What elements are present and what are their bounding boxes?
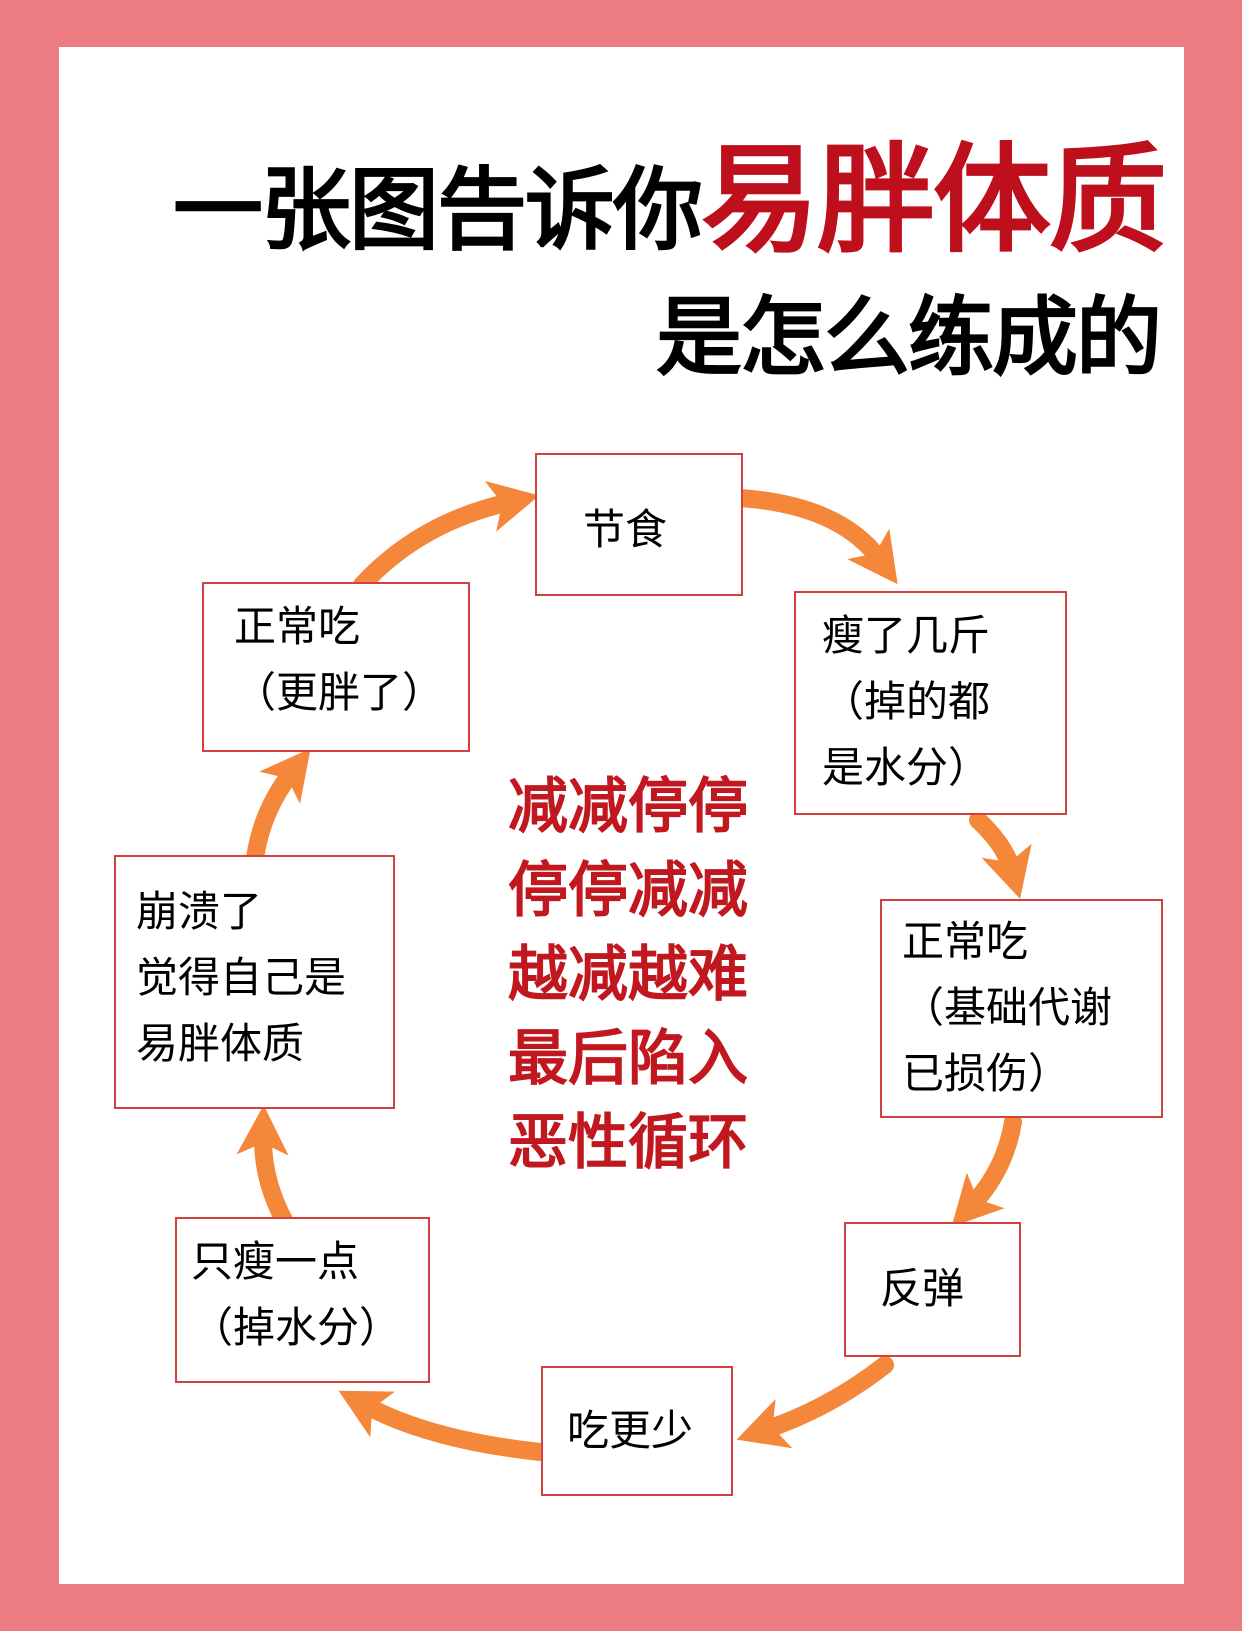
box-lost-weight: 瘦了几斤 （掉的都 是水分）: [794, 591, 1067, 815]
title-line-1: 一张图告诉你易胖体质: [105, 140, 1167, 271]
center-line: 减减停停: [508, 772, 748, 842]
box-normal-eat-metabolism: 正常吃 （基础代谢 已损伤）: [880, 899, 1163, 1118]
center-line: 最后陷入: [508, 1024, 748, 1094]
box-rebound: 反弹: [844, 1222, 1021, 1357]
title-line-2: 是怎么练成的: [656, 288, 1162, 388]
box-breakdown: 崩溃了 觉得自己是 易胖体质: [114, 855, 395, 1109]
center-summary: 减减停停 停停减减 越减越难 最后陷入 恶性循环: [508, 765, 768, 1185]
center-line: 恶性循环: [508, 1108, 748, 1178]
box-eat-less: 吃更少: [541, 1366, 733, 1496]
center-line: 越减越难: [508, 940, 748, 1010]
box-diet: 节食: [535, 453, 743, 596]
title-prefix: 一张图告诉你: [172, 158, 703, 263]
box-lose-little: 只瘦一点 （掉水分）: [175, 1217, 430, 1383]
center-line: 停停减减: [508, 856, 748, 926]
box-normal-eat-fatter: 正常吃 （更胖了）: [202, 582, 470, 752]
title-highlight: 易胖体质: [700, 131, 1167, 269]
